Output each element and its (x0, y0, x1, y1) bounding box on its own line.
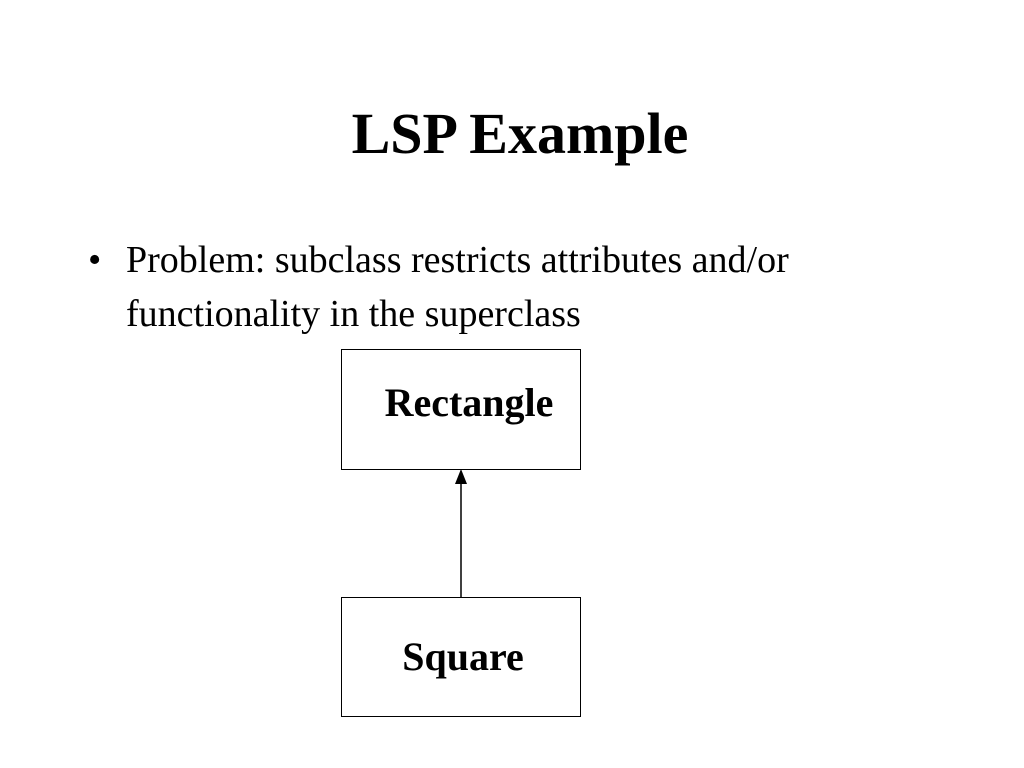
bullet-list: • Problem: subclass restricts attributes… (88, 233, 948, 341)
slide-title: LSP Example (351, 101, 689, 166)
subclass-label: Square (402, 634, 524, 679)
superclass-box: Rectangle (341, 349, 581, 470)
bullet-item: • Problem: subclass restricts attributes… (88, 233, 948, 341)
subclass-box: Square (341, 597, 581, 717)
arrowhead-icon (455, 469, 467, 484)
bullet-marker: • (88, 239, 102, 281)
superclass-label: Rectangle (384, 379, 554, 425)
bullet-text: Problem: subclass restricts attributes a… (126, 239, 789, 335)
